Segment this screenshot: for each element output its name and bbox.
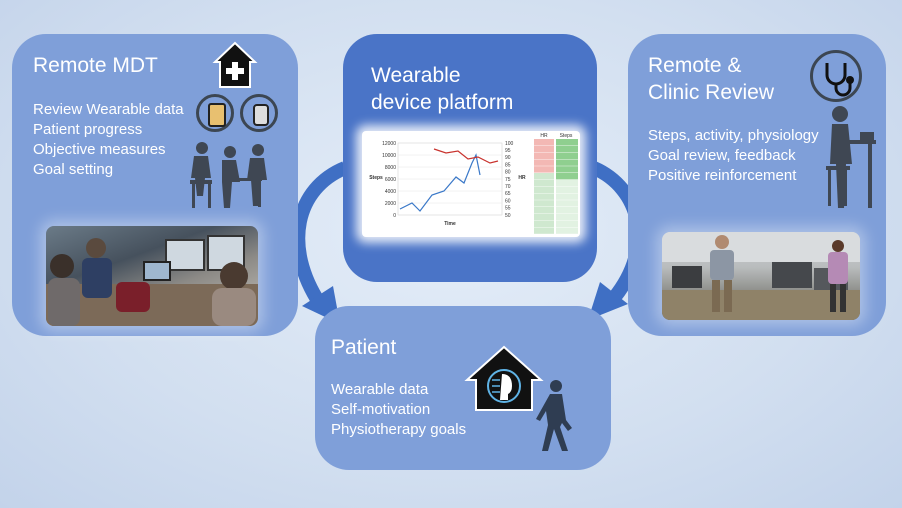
table-cell-steps xyxy=(556,179,578,187)
table-cell-steps xyxy=(556,152,578,159)
stethoscope-icon xyxy=(810,50,862,102)
table-cell-hr xyxy=(534,207,554,214)
table-cell-steps xyxy=(556,200,578,207)
table-cell-steps xyxy=(556,166,578,173)
y-right-tick-label: 55 xyxy=(505,206,511,212)
y-tick-label: 0 xyxy=(393,213,396,219)
wearable-platform-title: Wearable device platform xyxy=(371,64,514,114)
table-cell-steps xyxy=(556,213,578,221)
y-right-tick-label: 75 xyxy=(505,177,511,183)
table-cell-hr xyxy=(534,159,554,166)
table-cell-hr xyxy=(534,227,554,234)
clinic-review-line: Steps, activity, physiology xyxy=(648,127,819,144)
remote-mdt-line: Patient progress xyxy=(33,121,143,138)
patient-line: Self-motivation xyxy=(331,401,431,418)
table-cell-hr xyxy=(534,179,554,187)
y-tick-label: 6000 xyxy=(385,177,396,183)
arrow-right-head xyxy=(588,282,628,320)
y-right-tick-label: 65 xyxy=(505,191,511,197)
steps-hr-chart: 0200040006000800010000120005055606570758… xyxy=(369,133,578,234)
remote-mdt-line: Review Wearable data xyxy=(33,101,184,118)
y-right-tick-label: 80 xyxy=(505,170,511,176)
x-axis-label: Time xyxy=(444,221,456,227)
table-cell-hr xyxy=(534,152,554,159)
medical-home-icon xyxy=(212,41,258,88)
table-cell-hr xyxy=(534,186,554,193)
y-right-tick-label: 95 xyxy=(505,148,511,154)
table-cell-hr xyxy=(534,213,554,221)
remote-mdt-title: Remote MDT xyxy=(33,54,158,77)
clinic-review-line: Positive reinforcement xyxy=(648,167,797,184)
y-tick-label: 10000 xyxy=(382,153,396,159)
clinician-desk-silhouette-icon xyxy=(826,106,876,208)
mdt-meeting-photo xyxy=(46,226,258,326)
table-cell-hr xyxy=(534,145,554,153)
remote-mdt-line: Goal setting xyxy=(33,161,114,178)
y-right-axis-label: HR xyxy=(518,175,526,181)
mdt-team-silhouette-icon xyxy=(190,142,267,208)
table-cell-steps xyxy=(556,159,578,166)
y-tick-label: 12000 xyxy=(382,141,396,147)
table-cell-hr xyxy=(534,200,554,207)
table-cell-steps xyxy=(556,193,578,200)
y-tick-label: 4000 xyxy=(385,189,396,195)
table-header-hr: HR xyxy=(540,133,548,139)
table-cell-steps xyxy=(556,139,578,146)
patient-title: Patient xyxy=(331,336,397,359)
y-right-tick-label: 50 xyxy=(505,213,511,219)
y-tick-label: 8000 xyxy=(385,165,396,171)
patient-list: Wearable data Self-motivation Physiother… xyxy=(331,380,466,440)
y-right-tick-label: 70 xyxy=(505,184,511,190)
arrow-left-curve xyxy=(291,161,348,308)
table-header-steps: Steps xyxy=(560,133,573,139)
table-cell-steps xyxy=(556,145,578,153)
clinic-review-line: Goal review, feedback xyxy=(648,147,796,164)
clinic-review-list: Steps, activity, physiology Goal review,… xyxy=(648,126,819,186)
table-cell-hr xyxy=(534,193,554,200)
patient-line: Physiotherapy goals xyxy=(331,421,467,438)
y-right-tick-label: 60 xyxy=(505,198,511,204)
table-cell-steps xyxy=(556,220,578,227)
table-cell-hr xyxy=(534,173,554,180)
clinic-gym-photo xyxy=(662,232,860,320)
patient-home-ai-icon xyxy=(464,345,544,411)
table-cell-steps xyxy=(556,186,578,193)
walking-patient-icon xyxy=(536,380,572,451)
remote-mdt-list: Review Wearable data Patient progress Ob… xyxy=(33,100,184,180)
y-right-tick-label: 100 xyxy=(505,141,514,147)
table-cell-steps xyxy=(556,227,578,234)
remote-mdt-line: Objective measures xyxy=(33,141,166,158)
hr-series-line xyxy=(433,148,499,164)
y-axis-label: Steps xyxy=(369,175,383,181)
table-cell-hr xyxy=(534,139,554,146)
y-tick-label: 2000 xyxy=(385,201,396,207)
y-right-tick-label: 85 xyxy=(505,162,511,168)
patient-line: Wearable data xyxy=(331,381,429,398)
smartwatch-icon xyxy=(240,94,278,132)
y-right-tick-label: 90 xyxy=(505,155,511,161)
table-cell-hr xyxy=(534,220,554,227)
tablet-device-icon xyxy=(196,94,234,132)
table-cell-hr xyxy=(534,166,554,173)
table-cell-steps xyxy=(556,207,578,214)
steps-series-line xyxy=(399,153,481,212)
clinic-review-title: Remote & Clinic Review xyxy=(648,54,775,104)
table-cell-steps xyxy=(556,173,578,180)
